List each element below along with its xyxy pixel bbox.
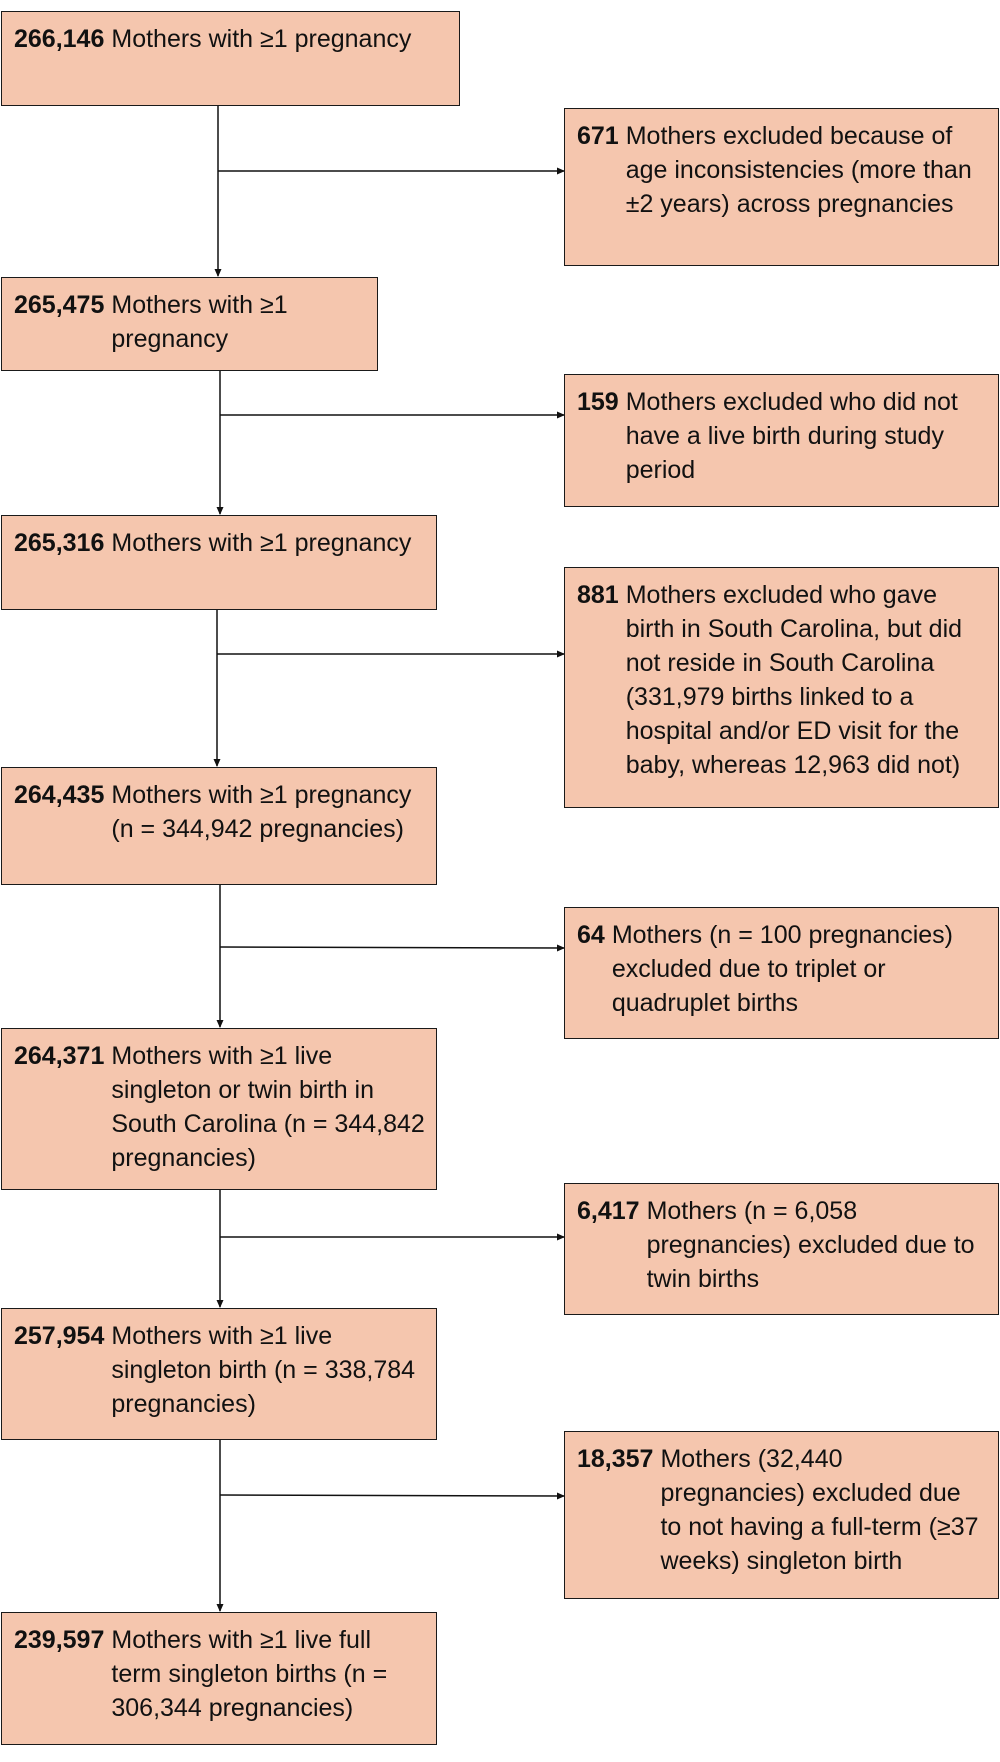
main-box-4: 264,435 Mothers with ≥1 pregnancy (n = 3… (1, 767, 437, 885)
main-box-1-count: 266,146 (14, 25, 105, 53)
main-box-6-text: Mothers with ≥1 live singleton birth (n … (111, 1322, 416, 1418)
main-box-2-count: 265,475 (14, 291, 105, 319)
main-box-5: 264,371 Mothers with ≥1 live singleton o… (1, 1028, 437, 1190)
main-box-7: 239,597 Mothers with ≥1 live full term s… (1, 1612, 437, 1745)
exclusion-box-1-count: 671 (577, 122, 619, 150)
main-box-4-text: Mothers with ≥1 pregnancy (n = 344,942 p… (111, 781, 412, 843)
exclusion-box-5-text: Mothers (n = 6,058 pregnancies) excluded… (646, 1197, 975, 1293)
exclusion-box-5: 6,417 Mothers (n = 6,058 pregnancies) ex… (564, 1183, 999, 1315)
main-box-6-count: 257,954 (14, 1322, 105, 1350)
exclusion-box-6: 18,357 Mothers (32,440 pregnancies) excl… (564, 1431, 999, 1599)
main-box-5-text: Mothers with ≥1 live singleton or twin b… (111, 1042, 425, 1172)
exclusion-box-1-text: Mothers excluded because of age inconsis… (625, 122, 972, 218)
main-box-1-text: Mothers with ≥1 pregnancy (111, 25, 412, 53)
exclusion-box-4-count: 64 (577, 921, 605, 949)
exclusion-box-3: 881 Mothers excluded who gave birth in S… (564, 567, 999, 808)
exclusion-box-3-text: Mothers excluded who gave birth in South… (625, 581, 963, 779)
main-box-5-count: 264,371 (14, 1042, 105, 1070)
main-box-3: 265,316 Mothers with ≥1 pregnancy (1, 515, 437, 610)
exclusion-box-6-count: 18,357 (577, 1445, 654, 1473)
exclusion-box-2: 159 Mothers excluded who did not have a … (564, 374, 999, 507)
arrow-to-exclusion-4 (219, 944, 565, 952)
main-box-1: 266,146 Mothers with ≥1 pregnancy (1, 11, 460, 106)
exclusion-box-6-text: Mothers (32,440 pregnancies) excluded du… (660, 1445, 979, 1575)
main-box-2: 265,475 Mothers with ≥1 pregnancy (1, 277, 378, 371)
exclusion-box-1: 671 Mothers excluded because of age inco… (564, 108, 999, 266)
main-box-6: 257,954 Mothers with ≥1 live singleton b… (1, 1308, 437, 1440)
arrow-to-exclusion-6 (219, 1492, 565, 1500)
main-box-2-text: Mothers with ≥1 pregnancy (111, 291, 288, 353)
exclusion-box-4-text: Mothers (n = 100 pregnancies) excluded d… (611, 921, 953, 1017)
main-box-7-count: 239,597 (14, 1626, 105, 1654)
exclusion-box-5-count: 6,417 (577, 1197, 640, 1225)
exclusion-box-2-text: Mothers excluded who did not have a live… (625, 388, 958, 484)
main-box-7-text: Mothers with ≥1 live full term singleton… (111, 1626, 388, 1722)
main-box-3-text: Mothers with ≥1 pregnancy (111, 529, 412, 557)
main-box-4-count: 264,435 (14, 781, 105, 809)
exclusion-box-3-count: 881 (577, 581, 619, 609)
exclusion-box-2-count: 159 (577, 388, 619, 416)
exclusion-box-4: 64 Mothers (n = 100 pregnancies) exclude… (564, 907, 999, 1039)
main-box-3-count: 265,316 (14, 529, 105, 557)
